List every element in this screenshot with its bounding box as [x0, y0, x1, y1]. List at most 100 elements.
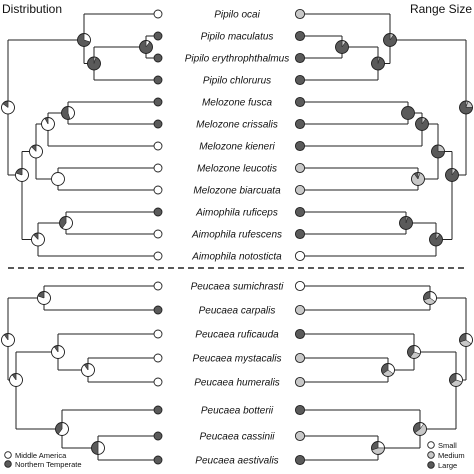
- range-tip-melozone-biarcuata: [294, 184, 306, 196]
- species-label-pipilo-ocai: Pipilo ocai: [214, 10, 260, 21]
- range-tip-aimophila-ruficeps: [294, 206, 306, 218]
- distribution-tip-pipilo-chlorurus: [153, 75, 163, 85]
- range-tip-peucaea-mystacalis: [294, 352, 306, 364]
- distribution-tip-melozone-kieneri: [153, 141, 163, 151]
- range-size-legend: Small Medium Large: [427, 441, 465, 470]
- legend-label-large: Large: [438, 461, 457, 470]
- distribution-legend: Middle America Northern Temperate: [4, 451, 82, 469]
- range-upper-node-pie-4: [401, 106, 415, 120]
- distribution-upper-node-pie-8: [59, 216, 73, 230]
- distribution-upper-node-pie-7: [29, 144, 43, 159]
- distribution-tip-peucaea-sumichrasti: [153, 281, 163, 291]
- distribution-tip-peucaea-carpalis: [153, 305, 163, 315]
- distribution-tip-aimophila-rufescens: [153, 229, 163, 239]
- range-tip-peucaea-carpalis: [294, 304, 306, 316]
- species-label-peucaea-carpalis: Peucaea carpalis: [199, 306, 276, 317]
- species-label-pipilo-chlorurus: Pipilo chlorurus: [203, 76, 271, 87]
- distribution-tip-peucaea-ruficauda: [153, 329, 163, 339]
- species-label-melozone-kieneri: Melozone kieneri: [199, 142, 275, 153]
- distribution-tip-peucaea-botterii: [153, 405, 163, 415]
- distribution-upper-node-pie-5: [41, 117, 55, 131]
- range-lower-node-pie-6: [449, 373, 463, 387]
- distribution-upper-node-pie-11: [1, 100, 15, 115]
- legend-label-small: Small: [438, 441, 457, 450]
- distribution-tip-peucaea-humeralis: [153, 377, 163, 387]
- range-upper-node-pie-2: [371, 56, 385, 71]
- range-tip-peucaea-aestivalis: [294, 454, 306, 466]
- range-upper-node-pie-9: [429, 232, 443, 247]
- species-label-peucaea-cassinii: Peucaea cassinii: [199, 432, 275, 443]
- range-lower-node-pie-5: [413, 422, 427, 436]
- distribution-upper-node-pie-4: [61, 106, 75, 120]
- distribution-tip-melozone-biarcuata: [153, 185, 163, 195]
- distribution-tip-melozone-crissalis: [153, 119, 163, 129]
- range-upper-node-pie-7: [431, 144, 445, 159]
- range-upper-node-pie-6: [411, 172, 425, 186]
- distribution-upper-node-pie-1: [139, 40, 153, 54]
- range-lower-node-pie-7: [459, 333, 473, 347]
- distribution-tip-melozone-leucotis: [153, 163, 163, 173]
- species-label-melozone-crissalis: Melozone crissalis: [196, 120, 278, 131]
- range-upper-node-pie-11: [459, 100, 473, 115]
- range-upper-node-pie-1: [335, 40, 349, 54]
- distribution-tip-peucaea-mystacalis: [153, 353, 163, 363]
- distribution-lower-node-pie-3: [51, 345, 65, 359]
- distribution-tip-melozone-fusca: [153, 97, 163, 107]
- range-tip-melozone-kieneri: [294, 140, 306, 152]
- distribution-tip-peucaea-cassinii: [153, 431, 163, 441]
- range-tip-pipilo-erythrophthalmus: [294, 52, 306, 64]
- range-tip-aimophila-rufescens: [294, 228, 306, 240]
- distribution-tip-pipilo-erythrophthalmus: [153, 53, 163, 63]
- range-upper-node-pie-8: [399, 216, 413, 230]
- species-label-peucaea-mystacalis: Peucaea mystacalis: [193, 354, 282, 365]
- distribution-upper-node-pie-10: [15, 168, 29, 182]
- range-lower-node-pie-1: [423, 291, 437, 305]
- range-lower-node-pie-4: [371, 441, 385, 455]
- range-tip-peucaea-cassinii: [294, 430, 306, 442]
- species-label-peucaea-sumichrasti: Peucaea sumichrasti: [191, 282, 285, 293]
- species-label-peucaea-botterii: Peucaea botterii: [201, 406, 274, 417]
- range-upper-node-pie-5: [415, 117, 429, 131]
- range-tip-peucaea-humeralis: [294, 376, 306, 388]
- distribution-upper-node-pie-3: [77, 33, 91, 47]
- range-lower-node-pie-2: [381, 363, 395, 377]
- range-lower-node-pie-3: [407, 345, 421, 359]
- distribution-lower-node-pie-4: [91, 441, 105, 455]
- range-tip-aimophila-notosticta: [294, 250, 306, 262]
- range-tip-peucaea-sumichrasti: [294, 280, 306, 292]
- distribution-tip-pipilo-ocai: [153, 9, 163, 19]
- distribution-upper-node-pie-9: [31, 232, 45, 247]
- legend-swatch-small: [427, 441, 435, 449]
- range-tip-melozone-crissalis: [294, 118, 306, 130]
- species-label-aimophila-notosticta: Aimophila notosticta: [191, 252, 282, 263]
- tip-markers: [153, 8, 306, 466]
- legend-label-medium: Medium: [438, 451, 465, 460]
- range-tip-peucaea-botterii: [294, 404, 306, 416]
- distribution-upper-node-pie-2: [87, 56, 101, 71]
- legend-swatch-large: [427, 461, 435, 469]
- range-size-node-pies: [335, 33, 473, 455]
- species-label-peucaea-aestivalis: Peucaea aestivalis: [195, 456, 278, 467]
- legend-swatch-northern-temperate: [4, 460, 12, 468]
- range-upper-node-pie-3: [383, 33, 397, 47]
- distribution-lower-node-pie-1: [37, 291, 51, 305]
- range-tip-pipilo-chlorurus: [294, 74, 306, 86]
- species-label-aimophila-rufescens: Aimophila rufescens: [191, 230, 282, 241]
- distribution-node-pies: [1, 33, 153, 455]
- legend-swatch-medium: [427, 451, 435, 459]
- distribution-tip-aimophila-ruficeps: [153, 207, 163, 217]
- legend-label-northern-temperate: Northern Temperate: [15, 460, 82, 469]
- range-tip-pipilo-ocai: [294, 8, 306, 20]
- distribution-tip-pipilo-maculatus: [153, 31, 163, 41]
- distribution-tree: [7, 13, 154, 461]
- distribution-lower-node-pie-5: [55, 422, 69, 436]
- legend-label-middle-america: Middle America: [15, 451, 67, 460]
- range-tip-pipilo-maculatus: [294, 30, 306, 42]
- distribution-upper-node-pie-6: [51, 172, 65, 186]
- species-label-peucaea-humeralis: Peucaea humeralis: [194, 378, 280, 389]
- distribution-lower-node-pie-2: [81, 363, 95, 377]
- species-label-pipilo-maculatus: Pipilo maculatus: [201, 32, 274, 43]
- range-size-tree: [304, 13, 467, 461]
